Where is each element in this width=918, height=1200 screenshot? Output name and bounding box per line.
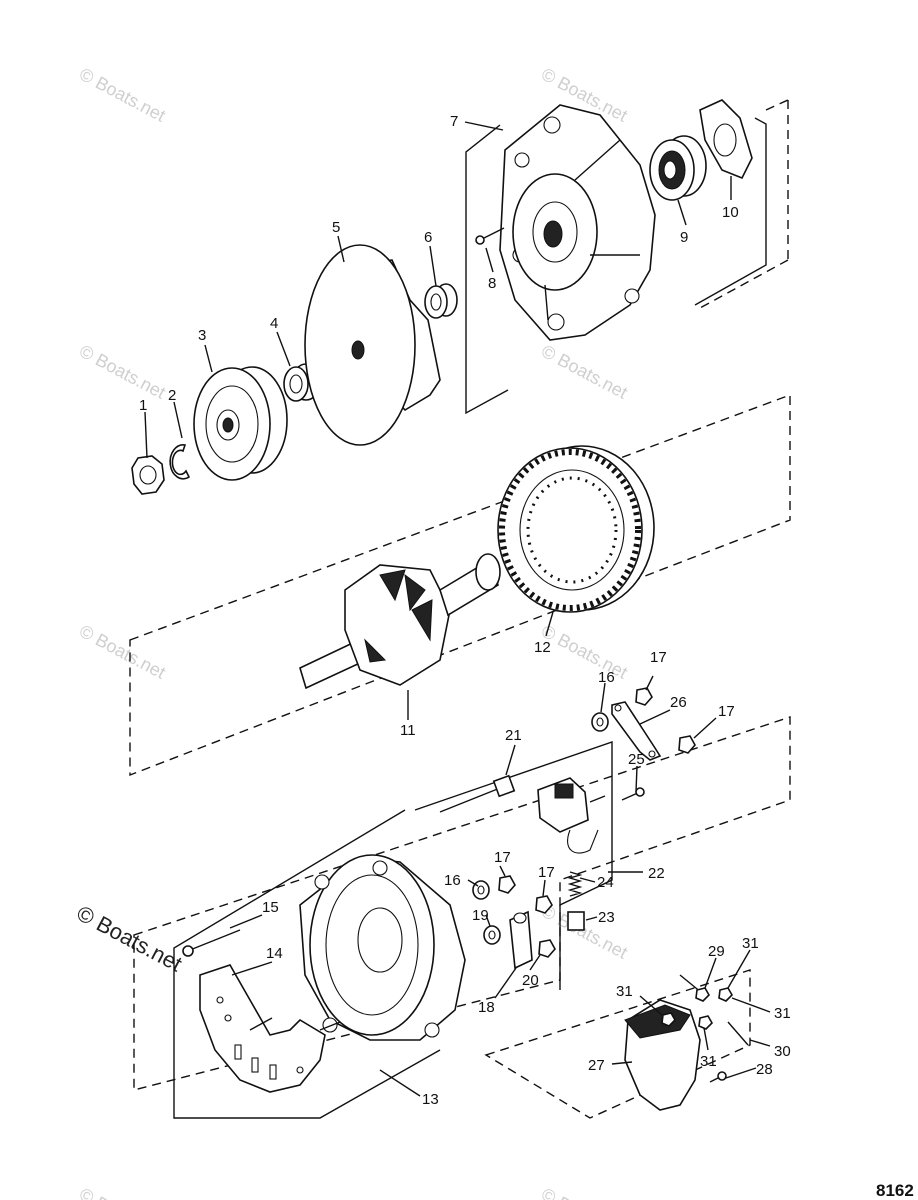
callout-9: 9 bbox=[680, 229, 688, 246]
callout-25: 25 bbox=[628, 751, 645, 768]
part-screw bbox=[475, 227, 505, 245]
callout-1: 1 bbox=[139, 397, 147, 414]
callout-12: 12 bbox=[534, 639, 551, 656]
watermark-text: © Boats.net bbox=[73, 900, 187, 976]
callout-24: 24 bbox=[597, 874, 614, 891]
callout-31-top: 31 bbox=[742, 935, 759, 952]
watermark-text: © Boats.net bbox=[538, 341, 631, 403]
callout-31-bottom: 31 bbox=[700, 1053, 717, 1070]
callout-20: 20 bbox=[522, 972, 539, 989]
callout-22: 22 bbox=[648, 865, 665, 882]
callout-29: 29 bbox=[708, 943, 725, 960]
callout-6: 6 bbox=[424, 229, 432, 246]
callout-28: 28 bbox=[756, 1061, 773, 1078]
part-pulley bbox=[193, 366, 288, 481]
callout-5: 5 bbox=[332, 219, 340, 236]
callout-30: 30 bbox=[774, 1043, 791, 1060]
part-brush bbox=[567, 911, 585, 931]
callout-19: 19 bbox=[472, 907, 489, 924]
leader-lines bbox=[144, 121, 771, 1097]
callout-4: 4 bbox=[270, 315, 278, 332]
watermark-text: © Boats.net bbox=[76, 1184, 169, 1200]
callout-21: 21 bbox=[505, 727, 522, 744]
part-fan bbox=[304, 244, 441, 446]
part-cover-screw bbox=[709, 1071, 727, 1083]
callout-8: 8 bbox=[488, 275, 496, 292]
part-bearing bbox=[649, 135, 707, 201]
callout-31-left: 31 bbox=[616, 983, 633, 1000]
part-rear-housing bbox=[299, 854, 466, 1041]
callout-14: 14 bbox=[266, 945, 283, 962]
callout-23: 23 bbox=[598, 909, 615, 926]
watermark-text: © Boats.net bbox=[76, 621, 169, 683]
part-rotor bbox=[299, 553, 501, 690]
part-small-hardware bbox=[661, 974, 749, 1046]
callout-17: 17 bbox=[650, 649, 667, 666]
callout-18: 18 bbox=[478, 999, 495, 1016]
watermark-text: © Boats.net bbox=[538, 621, 631, 683]
part-nuts-washers bbox=[472, 687, 696, 958]
part-front-housing bbox=[499, 104, 656, 341]
callout-15: 15 bbox=[262, 899, 279, 916]
part-shield bbox=[199, 964, 341, 1093]
callout-17-mid: 17 bbox=[494, 849, 511, 866]
part-spring bbox=[567, 871, 583, 897]
callout-2: 2 bbox=[168, 387, 176, 404]
callout-11: 11 bbox=[400, 722, 416, 739]
callout-7: 7 bbox=[450, 113, 458, 130]
callout-17-right: 17 bbox=[718, 703, 735, 720]
callout-26: 26 bbox=[670, 694, 687, 711]
callout-17-lower: 17 bbox=[538, 864, 555, 881]
watermark-text: © Boats.net bbox=[76, 341, 169, 403]
part-regulator bbox=[537, 777, 606, 854]
callout-13: 13 bbox=[422, 1091, 439, 1108]
callout-labels: 1 2 3 4 5 6 7 8 9 10 11 12 13 14 15 16 1… bbox=[139, 113, 791, 1108]
callout-3: 3 bbox=[198, 327, 206, 344]
part-small-screw bbox=[621, 787, 645, 801]
part-long-screw bbox=[182, 929, 241, 957]
callout-31-right: 31 bbox=[774, 1005, 791, 1022]
watermark-text: © Boats.net bbox=[76, 64, 169, 126]
callout-10: 10 bbox=[722, 204, 739, 221]
callout-16-lower: 16 bbox=[444, 872, 461, 889]
callout-16: 16 bbox=[598, 669, 615, 686]
part-strap bbox=[611, 701, 662, 761]
part-terminal bbox=[509, 910, 533, 970]
part-snap-ring bbox=[169, 444, 191, 480]
part-bolt bbox=[439, 774, 516, 813]
part-retainer-plate bbox=[699, 99, 753, 180]
callout-27: 27 bbox=[588, 1057, 605, 1074]
part-spacer-small bbox=[424, 283, 458, 319]
part-cover bbox=[624, 999, 701, 1111]
part-hex-nut bbox=[131, 455, 165, 495]
figure-number: 8162 bbox=[876, 1181, 914, 1200]
part-stator bbox=[497, 445, 655, 613]
watermark-text: © Boats.net bbox=[538, 1184, 631, 1200]
